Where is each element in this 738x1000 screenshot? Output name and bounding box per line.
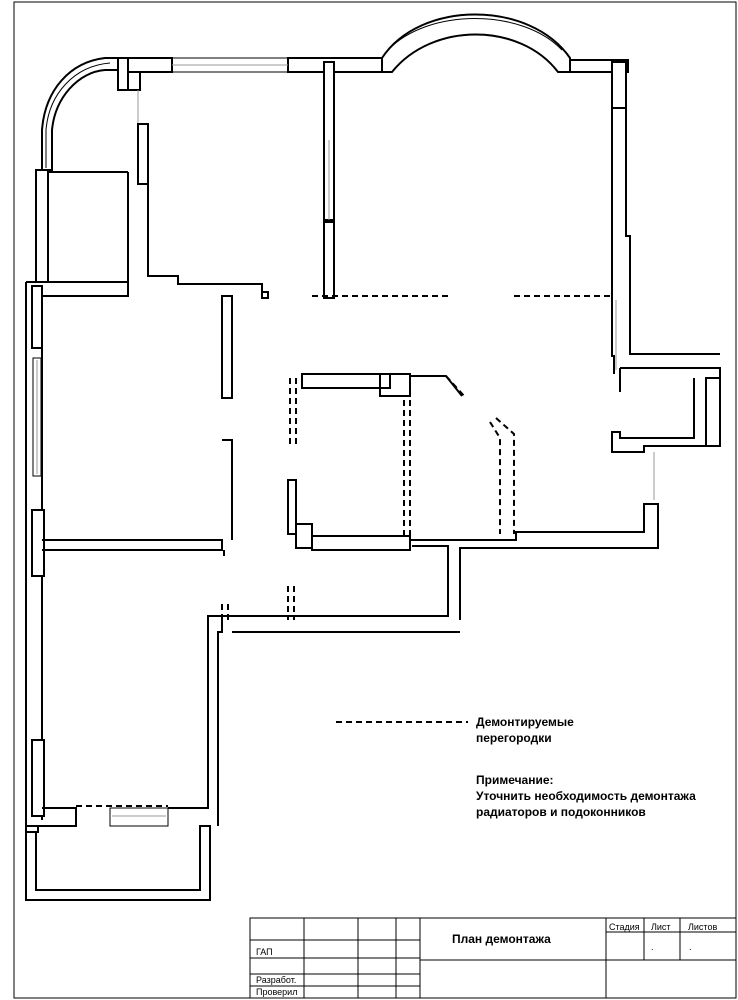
note-line2: радиаторов и подоконников bbox=[476, 805, 646, 819]
note-line1: Уточнить необходимость демонтажа bbox=[476, 789, 696, 803]
title-block bbox=[249, 917, 737, 999]
sheet-value: . bbox=[651, 942, 654, 952]
role-gap: ГАП bbox=[256, 947, 273, 957]
role-developed: Разработ. bbox=[256, 975, 297, 985]
column-stage: Стадия bbox=[609, 922, 640, 932]
drawing-title: План демонтажа bbox=[452, 932, 551, 946]
sheets-value: . bbox=[689, 942, 692, 952]
column-sheets: Листов bbox=[688, 922, 718, 932]
legend-label-line1: Демонтируемые bbox=[476, 715, 574, 729]
note-title: Примечание: bbox=[476, 773, 554, 787]
column-sheet: Лист bbox=[651, 922, 671, 932]
demolished-partitions bbox=[76, 295, 612, 807]
existing-walls bbox=[25, 13, 721, 901]
sheet-frame bbox=[13, 1, 737, 999]
legend-label-line2: перегородки bbox=[476, 731, 552, 745]
role-checked: Проверил bbox=[256, 987, 298, 997]
